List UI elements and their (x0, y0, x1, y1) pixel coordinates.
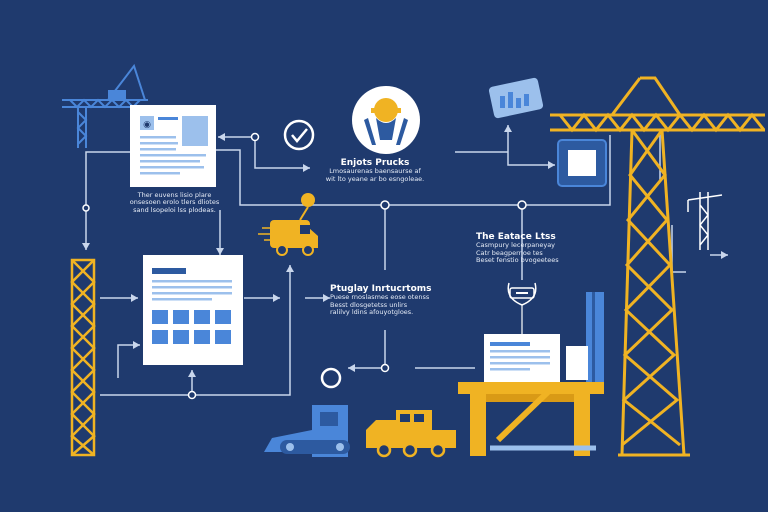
connector-nodes (82, 132, 527, 400)
crane-icon (687, 192, 723, 250)
top-center-line: wit lto yeane ar bo esngoleae. (325, 174, 425, 183)
arrow-right-icon (323, 294, 330, 302)
top-center-title: Enjots Prucks (340, 158, 410, 168)
arrow-left-icon (348, 364, 355, 372)
arrow-right-icon (133, 341, 140, 349)
left-doc-line: onsesoen erolo tlers dliotes (129, 198, 220, 207)
middle-line: Besst dlosgetetss unlirs (330, 300, 408, 309)
connector-node (380, 200, 390, 210)
arrow-right-icon (273, 294, 280, 302)
connector-node (187, 390, 197, 400)
arrow-right-icon (548, 161, 555, 169)
right-title: The Eatace Ltss (476, 232, 556, 242)
right-line: Casmpury lecerpaneyay (476, 241, 556, 250)
arrow-right-icon (303, 164, 310, 172)
monitor-icon (557, 139, 607, 187)
arrow-down-icon (216, 248, 224, 255)
right-line: Catr beagpernoe tes (476, 248, 543, 257)
dump-truck-icon (366, 410, 456, 458)
arrow-down-icon (82, 243, 90, 250)
connector-node (380, 363, 390, 373)
middle-line: ralilvy ldins afouyotgloes. (330, 308, 414, 317)
middle-label: Ptuglay Inrtucrtoms Puese rnoslasmes eos… (330, 284, 445, 317)
right-line: Beset fenstio bvogeetees (476, 256, 559, 265)
left-doc-caption: Ther euvens lisio plare onsesoen erolo t… (122, 191, 227, 214)
document-icon-glyph: ◉ (143, 120, 151, 130)
chart-tag-icon (488, 77, 544, 119)
document-icon: ◉ (130, 105, 216, 187)
hook-icon (507, 282, 537, 335)
truck-icon (258, 193, 318, 256)
crane-icon (62, 63, 148, 148)
connector-node (250, 132, 260, 142)
middle-line: Puese rnoslasmes eose otenss (330, 293, 430, 302)
left-doc-line: sand lsopeloi lss plodeas. (133, 205, 216, 214)
tower-left (70, 258, 96, 457)
connector-line (85, 151, 130, 250)
right-label: The Eatace Ltss Casmpury lecerpaneyay Ca… (476, 232, 586, 265)
connector-line (216, 135, 611, 206)
check-circle-icon (283, 119, 315, 151)
top-center-line: Lmosaurenas baensaurse af (329, 167, 421, 176)
connector-node (82, 204, 90, 212)
excavator-icon (264, 405, 350, 457)
connector-line (117, 344, 140, 378)
arrow-up-icon (188, 370, 196, 377)
left-doc-line: Ther euvens lisio plare (137, 191, 212, 199)
arrow-right-icon (721, 251, 728, 259)
document-icon (143, 255, 243, 365)
connector-ring (320, 367, 342, 389)
arrow-up-icon (286, 265, 294, 272)
worker-helmet-icon (352, 86, 420, 154)
tower-crane (550, 76, 766, 457)
arrow-right-icon (131, 294, 138, 302)
arrow-left-icon (218, 133, 225, 141)
middle-title: Ptuglay Inrtucrtoms (330, 284, 432, 294)
connector-line (455, 125, 555, 166)
workbench-icon (458, 292, 604, 456)
arrowheads (82, 125, 728, 377)
connector-line (100, 265, 291, 396)
connector-node (517, 200, 527, 210)
top-center-label: Enjots Prucks Lmosaurenas baensaurse af … (305, 158, 445, 183)
arrow-up-icon (504, 125, 512, 132)
